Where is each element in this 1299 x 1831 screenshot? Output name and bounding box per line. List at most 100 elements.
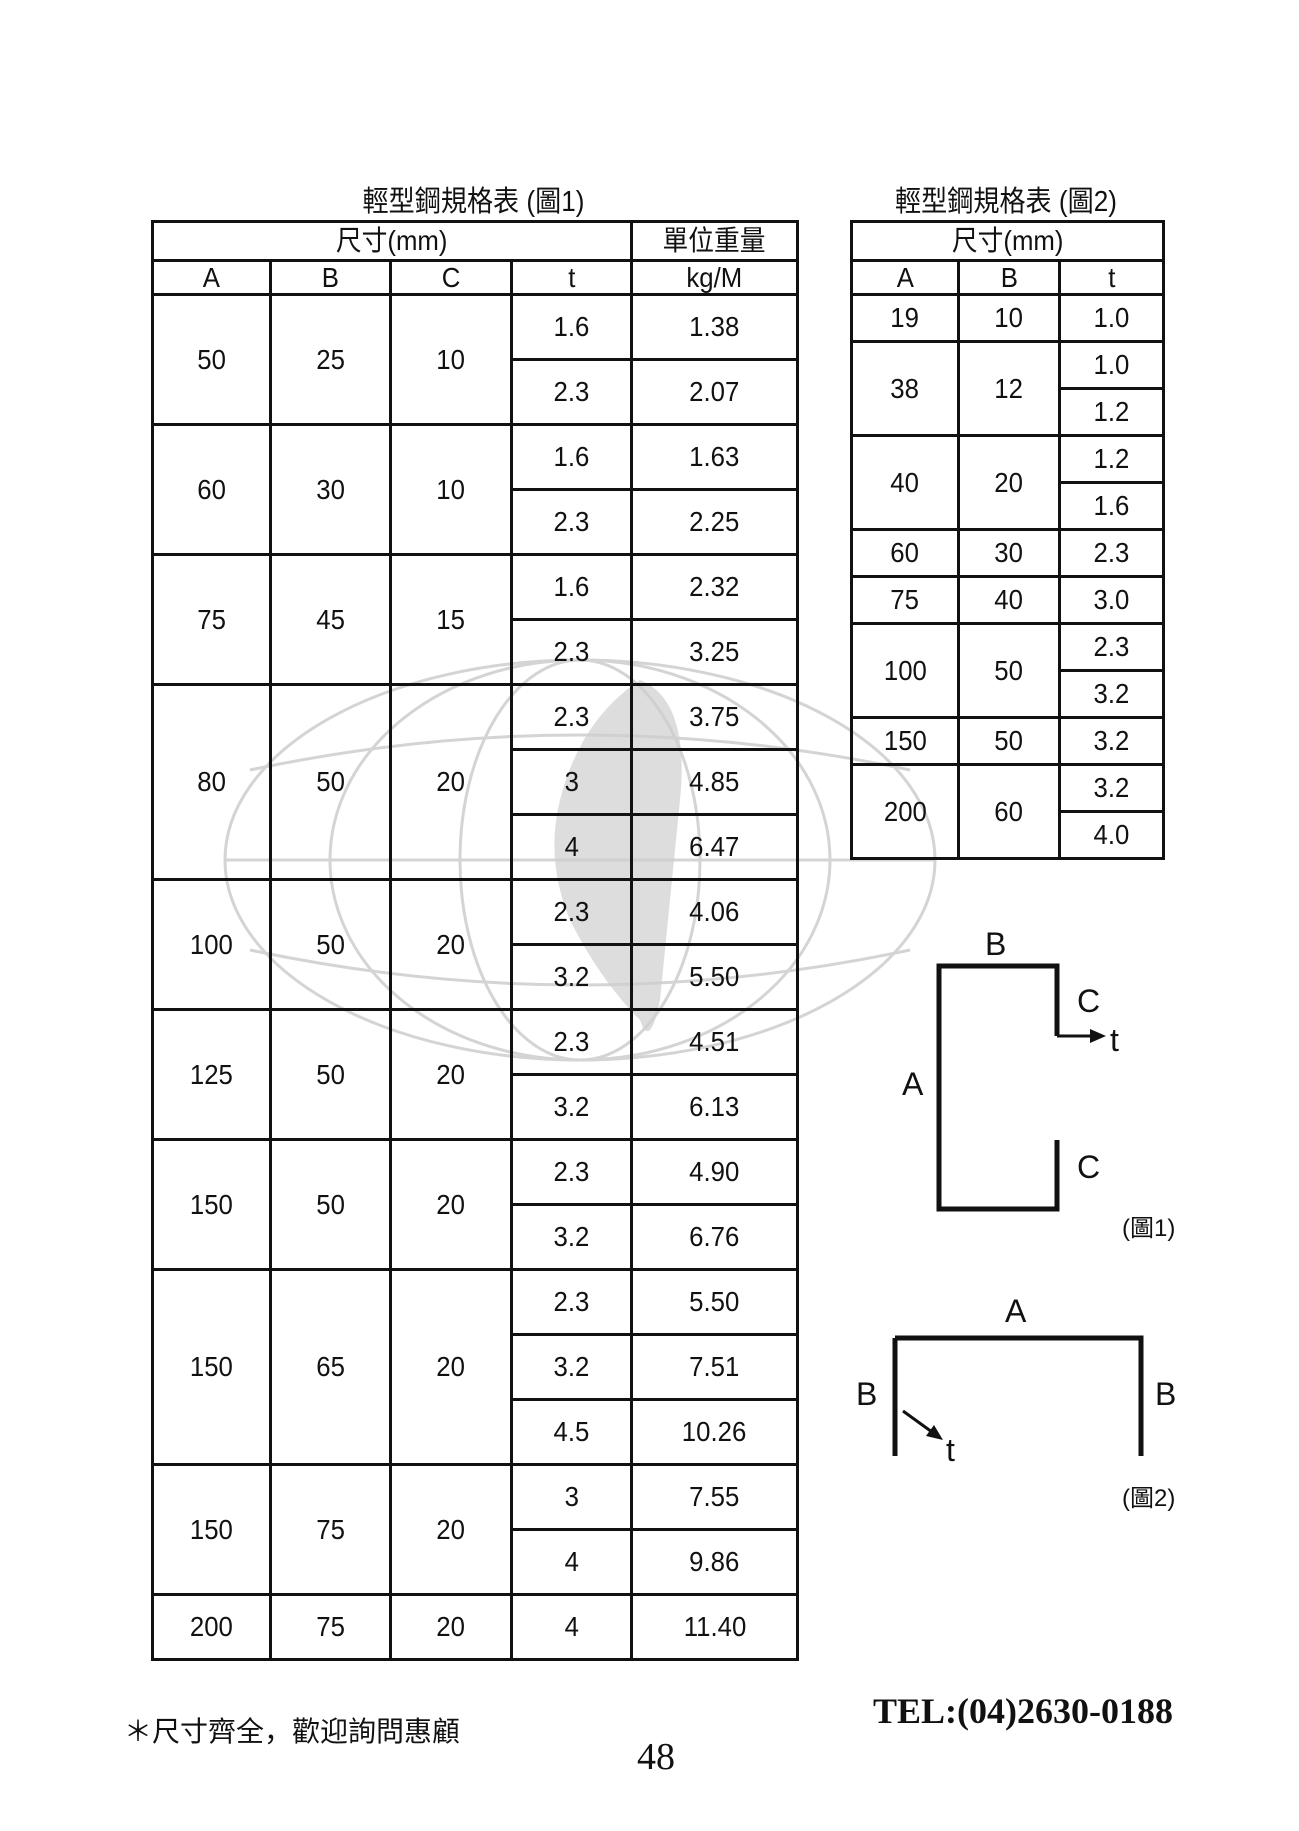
cell-weight: 10.26 [630,1398,799,1466]
cell-b: 10 [957,293,1061,343]
col-b: B [957,259,1061,296]
col-c: C [389,259,513,296]
cell-c: 10 [389,423,513,556]
cell-t: 2.3 [1058,528,1165,578]
table-row: 1.2 [852,387,1165,437]
cell-t: 4.0 [1058,810,1165,860]
cell-weight: 4.90 [630,1138,799,1206]
cell-a: 200 [850,763,960,860]
cell-t: 1.6 [510,553,633,621]
cell-t: 4 [510,1593,633,1661]
cell-weight: 5.50 [630,1268,799,1336]
cell-b: 30 [957,528,1061,578]
col-a: A [151,259,272,296]
cell-b: 50 [269,1138,392,1271]
cell-a: 50 [151,293,272,426]
table-row: 3.2 [852,669,1165,719]
cell-a: 60 [151,423,272,556]
cell-t: 1.2 [1058,387,1165,437]
cell-t: 3.2 [1058,763,1165,813]
cell-b: 60 [957,763,1061,860]
cell-weight: 7.51 [630,1333,799,1401]
cell-a: 100 [151,878,272,1011]
cell-b: 75 [269,1593,392,1661]
arrow-icon [902,1409,933,1434]
cell-weight: 4.06 [630,878,799,946]
diagram2-caption: (圖2) [1122,1485,1176,1512]
diagram1-caption: (圖1) [1122,1215,1176,1242]
cell-weight: 3.25 [630,618,799,686]
cell-b: 65 [269,1268,392,1466]
u-channel-diagram [892,1335,1144,1456]
dim-label-c: C [1077,983,1101,1019]
cell-t: 2.3 [510,1008,633,1076]
cell-t: 4 [510,813,633,881]
cell-t: 1.6 [510,423,633,491]
cell-t: 2.3 [510,683,633,751]
cell-b: 50 [957,716,1061,766]
col-t: t [510,259,633,296]
dim-label-b: B [856,1376,878,1412]
cell-b: 50 [269,683,392,881]
cell-a: 150 [850,716,960,766]
header-weight: 單位重量 [630,220,799,262]
cell-weight: 6.47 [630,813,799,881]
cell-weight: 7.55 [630,1463,799,1531]
cell-t: 2.3 [510,1138,633,1206]
footer-note: ＊尺寸齊全，歡迎詢問惠顧 [124,1715,461,1748]
cell-c: 15 [389,553,513,686]
dim-label-t: t [946,1432,955,1468]
dim-label-a: A [902,1066,924,1102]
cell-t: 2.3 [1058,622,1165,672]
cell-a: 125 [151,1008,272,1141]
cell-a: 40 [850,434,960,531]
cell-t: 2.3 [510,618,633,686]
cell-b: 20 [957,434,1061,531]
page-number: 48 [637,1736,675,1778]
table-row: 1.6 [852,481,1165,531]
dim-label-c: C [1077,1149,1101,1185]
cell-a: 200 [151,1593,272,1661]
cell-a: 75 [850,575,960,625]
dim-label-b: B [985,926,1007,962]
cell-t: 1.0 [1058,293,1165,343]
cell-c: 20 [389,1593,513,1661]
dim-label-a: A [1005,1293,1027,1329]
cell-weight: 2.07 [630,358,799,426]
cell-t: 3.2 [510,943,633,1011]
cell-c: 20 [389,683,513,881]
cell-b: 30 [269,423,392,556]
cell-a: 150 [151,1138,272,1271]
cell-t: 1.6 [1058,481,1165,531]
cell-weight: 11.40 [630,1593,799,1661]
cell-weight: 9.86 [630,1528,799,1596]
col-t: t [1058,259,1165,296]
cell-t: 3 [510,1463,633,1531]
col-b: B [269,259,392,296]
cell-a: 150 [151,1463,272,1596]
cell-weight: 4.85 [630,748,799,816]
cell-t: 3.2 [510,1333,633,1401]
cell-weight: 6.13 [630,1073,799,1141]
cell-a: 19 [850,293,960,343]
col-a: A [850,259,960,296]
cell-b: 12 [957,340,1061,437]
